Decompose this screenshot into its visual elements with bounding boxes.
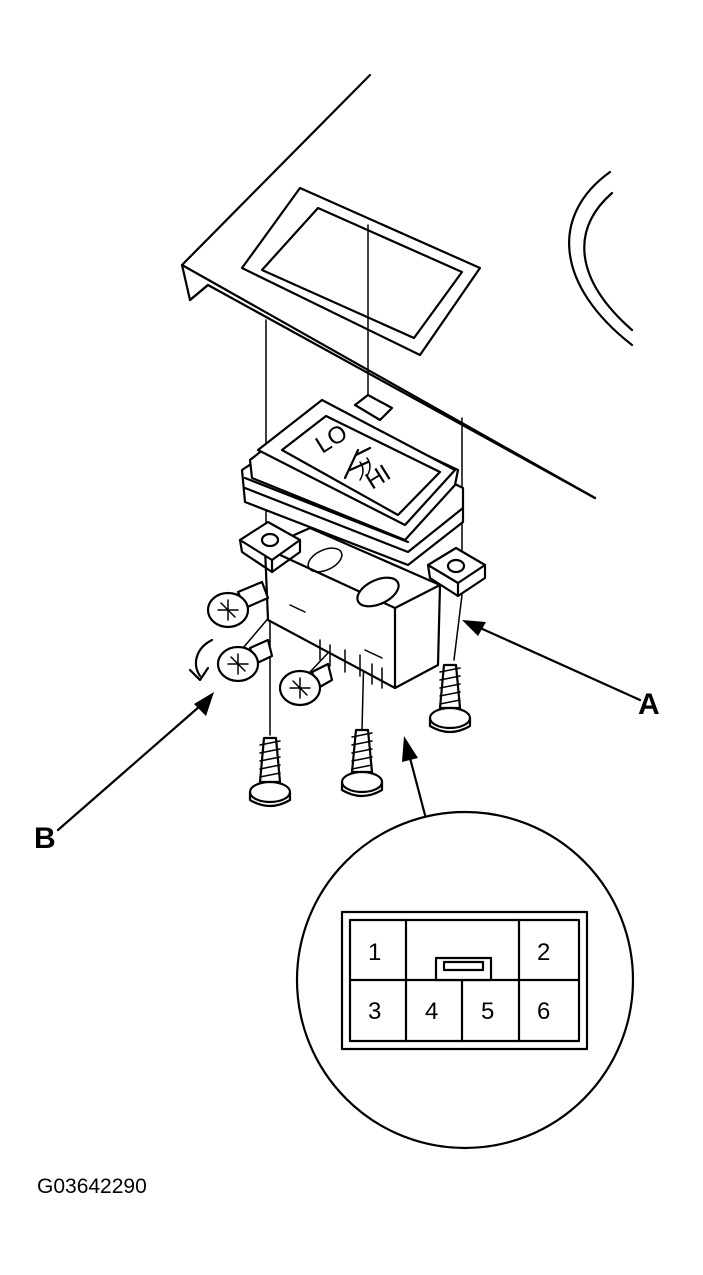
pin-5: 5: [481, 998, 494, 1025]
right-screw-hole: [446, 558, 466, 574]
leader-a: [462, 620, 642, 702]
pin-1: 1: [368, 939, 381, 966]
pin-6: 6: [537, 998, 550, 1025]
connector-detail: 1 2 3 4 5 6: [295, 810, 635, 1150]
left-screw-hole: [260, 532, 280, 548]
screw-center: [340, 728, 384, 798]
clip-upper-left: [206, 580, 270, 629]
screw-right: [428, 663, 472, 734]
pin-2: 2: [537, 939, 550, 966]
panel-opening: [240, 186, 482, 357]
figure-code: G03642290: [37, 1175, 147, 1198]
clip-b: [216, 638, 274, 683]
callout-b: B: [34, 822, 56, 855]
leader-b: [56, 692, 214, 832]
seat-heater-icon: [343, 446, 372, 481]
screw-left: [248, 736, 292, 808]
pin-3: 3: [368, 998, 381, 1025]
heater-switch: LO HI: [238, 393, 487, 690]
callout-a: A: [638, 688, 660, 721]
clip-center: [278, 662, 334, 707]
pin-4: 4: [425, 998, 438, 1025]
dashboard-panel: [180, 73, 634, 500]
rotate-arrow-icon: [188, 638, 214, 682]
leader-connector: [402, 736, 427, 817]
